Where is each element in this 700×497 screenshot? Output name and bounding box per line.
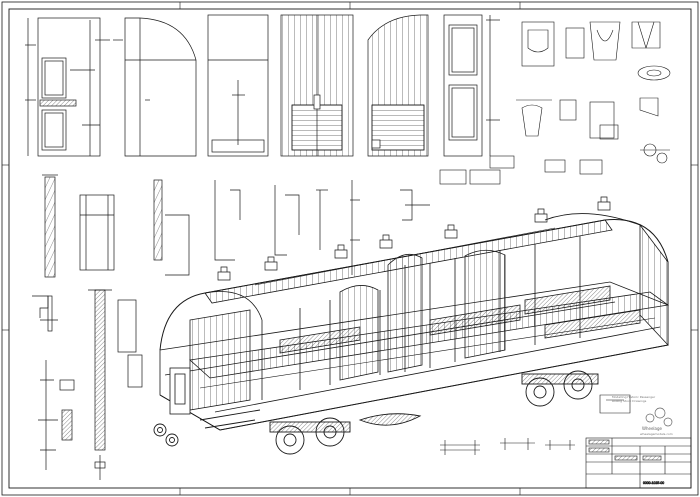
title-block-number: 0000-1025-00 bbox=[643, 481, 664, 485]
toilet-details bbox=[516, 21, 671, 139]
watermark-line1: Modelling Historic Passenger bbox=[612, 395, 656, 399]
coach-cutaway-isometric bbox=[153, 196, 670, 455]
hardware-details bbox=[439, 99, 670, 185]
door-view-1 bbox=[25, 17, 110, 157]
door-view-6-panelled bbox=[443, 14, 500, 157]
door-view-5-arched bbox=[367, 14, 429, 157]
watermark-brand: Wheelage bbox=[642, 426, 663, 431]
vertical-sections-left bbox=[32, 289, 143, 480]
title-block: 0000-1025-00 bbox=[585, 437, 692, 489]
watermark-line2: Rolling Stock Drawings bbox=[612, 399, 647, 403]
watermark-url: wheelagemodels.com bbox=[640, 432, 673, 436]
profile-details-left bbox=[42, 174, 430, 278]
door-view-3 bbox=[207, 14, 269, 157]
door-view-2 bbox=[113, 17, 197, 157]
watermark-logo: Modelling Historic Passenger Rolling Sto… bbox=[612, 395, 673, 436]
door-view-4-slatted bbox=[280, 14, 354, 157]
bottom-details bbox=[440, 394, 631, 455]
